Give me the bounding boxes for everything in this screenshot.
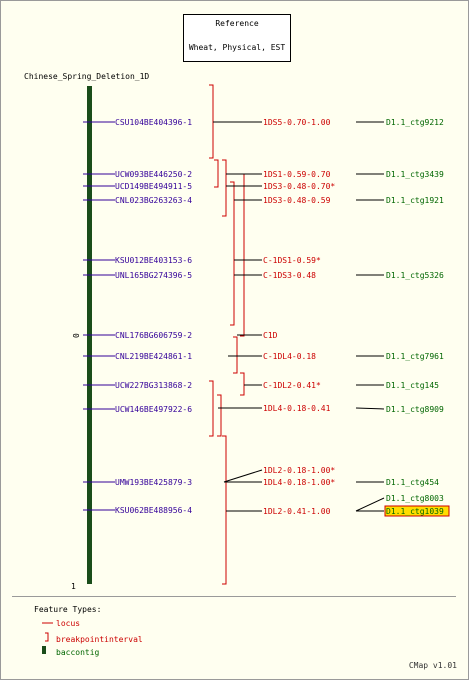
bin-label[interactable]: C-1DS1-0.59* xyxy=(263,256,321,265)
breakpoint-interval-bracket[interactable] xyxy=(209,380,214,437)
legend-label-breakpointinterval: breakpointinterval xyxy=(56,635,143,644)
legend-item-breakpointinterval: breakpointinterval xyxy=(42,632,143,644)
breakpoint-interval-bracket[interactable] xyxy=(240,372,245,396)
breakpoint-interval-bracket[interactable] xyxy=(222,435,227,585)
bin-label[interactable]: 1DS5-0.70-1.00 xyxy=(263,118,331,127)
legend-label-locus: locus xyxy=(56,619,81,628)
marker-layer: CSU104BE404396-1UCW093BE446250-2UCD149BE… xyxy=(83,118,192,515)
contig-label[interactable]: D1.1_ctg1039 xyxy=(386,507,444,516)
legend-item-locus: locus xyxy=(42,619,80,628)
marker-label[interactable]: UCW146BE497922-6 xyxy=(115,405,192,414)
bin-label[interactable]: 1DS3-0.48-0.59 xyxy=(263,196,331,205)
breakpoint-interval-bracket[interactable] xyxy=(214,159,219,188)
bin-label[interactable]: 1DL2-0.41-1.00 xyxy=(263,507,331,516)
bin-layer: 1DS5-0.70-1.00 1DS1-0.59-0.70 1DS3-0.48-0.… xyxy=(213,118,335,516)
contig-connector[interactable] xyxy=(355,497,385,512)
marker-label[interactable]: CNL176BG606759-2 xyxy=(115,331,192,340)
contig-connector[interactable] xyxy=(355,407,385,410)
reference-box[interactable]: Reference Wheat, Physical, EST xyxy=(183,14,291,62)
breakpoint-interval-bracket[interactable] xyxy=(222,159,227,217)
marker-label[interactable]: UCD149BE494911-5 xyxy=(115,182,192,191)
axis-end-label: 1 xyxy=(71,582,76,591)
marker-label[interactable]: UCW227BG313868-2 xyxy=(115,381,192,390)
axis-start-label: 0 xyxy=(72,333,81,338)
marker-label[interactable]: UNL165BG274396-5 xyxy=(115,271,192,280)
bin-label[interactable]: C-1DL2-0.41* xyxy=(263,381,321,390)
bin-label[interactable]: 1DS1-0.59-0.70 xyxy=(263,170,331,179)
bin-label[interactable]: 1DL4-0.18-0.41 xyxy=(263,404,331,413)
breakpoint-interval-bracket[interactable] xyxy=(233,336,238,374)
marker-label[interactable]: CNL023BG263263-4 xyxy=(115,196,192,205)
breakpoint-interval-bracket[interactable] xyxy=(217,394,222,437)
bin-label[interactable]: 1DL2-0.18-1.00* xyxy=(263,466,335,475)
legend: Feature Types: locus breakpointinterval … xyxy=(12,596,456,667)
contig-label[interactable]: D1.1_ctg8003 xyxy=(386,494,444,503)
bin-label[interactable]: 1DL4-0.18-1.00* xyxy=(263,478,335,487)
contig-label[interactable]: D1.1_ctg145 xyxy=(386,381,439,390)
contig-label[interactable]: D1.1_ctg3439 xyxy=(386,170,444,179)
bin-connector[interactable] xyxy=(223,469,263,483)
bin-label[interactable]: C1D xyxy=(263,331,278,340)
reference-label: Reference xyxy=(215,19,259,28)
bin-label[interactable]: C-1DL4-0.18 xyxy=(263,352,316,361)
breakpoint-interval-bracket[interactable] xyxy=(230,181,235,326)
bin-label[interactable]: C-1DS3-0.48 xyxy=(263,271,316,280)
contig-label[interactable]: D1.1_ctg9212 xyxy=(386,118,444,127)
breakpoint-interval-bracket[interactable] xyxy=(240,173,245,337)
contig-layer: D1.1_ctg9212D1.1_ctg3439D1.1_ctg1921D1.1… xyxy=(355,118,450,517)
contig-label[interactable]: D1.1_ctg454 xyxy=(386,478,439,487)
cmap-diagram: 0 1 CSU104BE404396-1UCW093BE446250-2UCD1… xyxy=(71,84,450,591)
legend-label-baccontig: baccontig xyxy=(56,648,100,657)
locus-line-icon xyxy=(42,619,56,628)
bracket-icon xyxy=(42,632,56,644)
version-label: CMap v1.01 xyxy=(408,661,457,670)
marker-label[interactable]: UCW093BE446250-2 xyxy=(115,170,192,179)
contig-label[interactable]: D1.1_ctg8909 xyxy=(386,405,444,414)
marker-label[interactable]: UMW193BE425879-3 xyxy=(115,478,192,487)
contig-highlight[interactable] xyxy=(384,505,450,517)
marker-label[interactable]: KSU012BE403153-6 xyxy=(115,256,192,265)
baccontig-bar-icon xyxy=(42,645,56,657)
contig-label[interactable]: D1.1_ctg7961 xyxy=(386,352,444,361)
marker-label[interactable]: KSU062BE488956-4 xyxy=(115,506,192,515)
map-title[interactable]: Chinese_Spring_Deletion_1D xyxy=(24,72,150,81)
marker-label[interactable]: CNL219BE424861-1 xyxy=(115,352,192,361)
legend-title: Feature Types: xyxy=(34,605,102,614)
breakpoint-interval-bracket[interactable] xyxy=(209,84,214,159)
contig-label[interactable]: D1.1_ctg1921 xyxy=(386,196,444,205)
bin-label[interactable]: 1DS3-0.48-0.70* xyxy=(263,182,335,191)
contig-label[interactable]: D1.1_ctg5326 xyxy=(386,271,444,280)
marker-label[interactable]: CSU104BE404396-1 xyxy=(115,118,192,127)
legend-item-baccontig: baccontig xyxy=(42,645,99,657)
reference-map-set: Wheat, Physical, EST xyxy=(188,43,286,52)
